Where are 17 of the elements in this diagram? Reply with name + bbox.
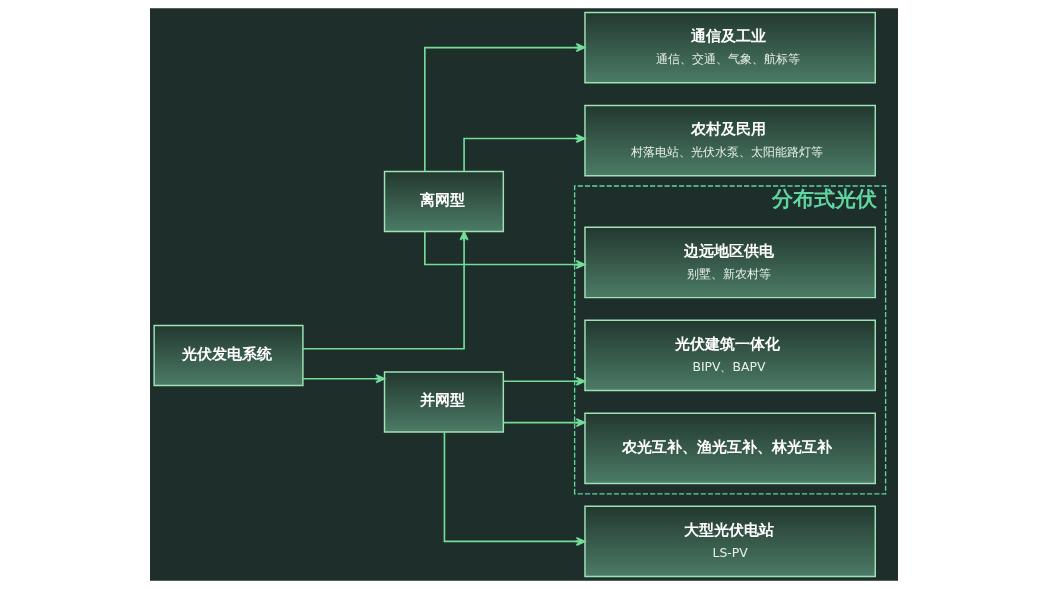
node-box: 光伏建筑一体化 BIPV、BAPV — [584, 319, 876, 392]
arrow — [424, 230, 586, 270]
node-box: 大型光伏电站 LS-PV — [584, 505, 876, 578]
arrow — [443, 431, 586, 546]
arrow — [502, 418, 586, 428]
arrow — [502, 376, 586, 386]
arrow — [424, 43, 586, 173]
node-box: 农村及民用 村落电站、光伏水泵、太阳能路灯等 — [584, 104, 876, 177]
arrow — [302, 374, 386, 384]
node-box: 边远地区供电 别墅、新农村等 — [584, 226, 876, 299]
arrow — [302, 230, 469, 350]
node-box: 农光互补、渔光互补、林光互补 — [584, 412, 876, 485]
node-box: 光伏发电系统 — [153, 324, 304, 387]
node-box: 离网型 — [383, 170, 505, 233]
arrow — [463, 133, 586, 173]
node-box: 通信及工业 通信、交通、气象、航标等 — [584, 11, 876, 84]
node-box: 并网型 — [383, 371, 505, 433]
